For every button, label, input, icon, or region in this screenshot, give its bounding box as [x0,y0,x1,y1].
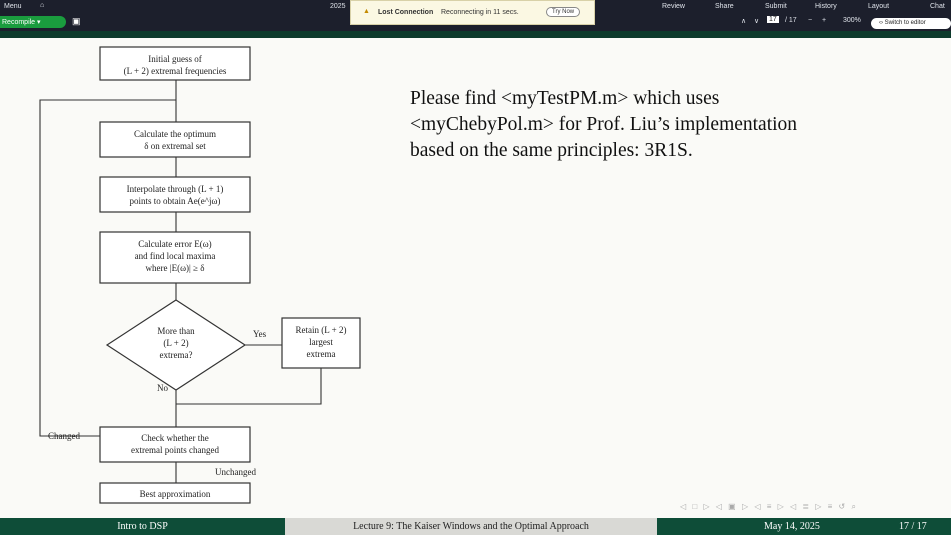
prev-page-icon[interactable]: ∧ [741,18,747,25]
box-error [99,231,251,284]
box-interpolate [99,176,251,213]
slide-text-line3: based on the same principles: 3R1S. [410,140,693,161]
retain-line3: extrema [307,349,336,359]
try-now-button[interactable]: Try Now [546,7,581,17]
warning-icon: ▲ [363,8,370,15]
share-button[interactable]: Share [715,3,734,10]
retain-line2: largest [309,337,333,347]
initial-line1: Initial guess of [148,54,202,64]
error-line2: and find local maxima [135,251,216,261]
zoom-level[interactable]: 300% [843,17,861,24]
no-label: No [157,383,168,393]
error-line1: Calculate error E(ω) [138,239,211,249]
box-optimum [99,121,251,158]
review-button[interactable]: Review [662,3,685,10]
slide-text-line1: Please find <myTestPM.m> which uses [410,88,720,109]
lost-connection-toast: ▲ Lost Connection Reconnecting in 11 sec… [350,0,595,25]
footer-date: May 14, 2025 [764,521,820,532]
retain-line1: Retain (L + 2) [296,325,347,335]
yes-label: Yes [253,329,267,339]
connectors [39,80,322,483]
recompile-label: Recompile [2,19,36,26]
footer-title: Lecture 9: The Kaiser Windows and the Op… [285,518,657,535]
decision-line2: (L + 2) [163,338,188,348]
interpolate-line2: points to obtain Ae(e^jω) [130,196,221,206]
recompile-button[interactable]: Recompile ▾ [0,16,66,28]
box-initial [99,46,251,81]
decision-line3: extrema? [160,350,193,360]
file-icon[interactable]: ▣ [72,16,81,26]
zoom-in-icon[interactable]: + [822,17,827,24]
error-line3: where |E(ω)| ≥ δ [146,263,205,273]
slide-text: Please find <myTestPM.m> which uses <myC… [410,86,797,164]
optimum-line2: δ on extremal set [144,141,206,151]
project-title: 2025 [330,3,346,10]
switch-label: Switch to editor [884,20,926,26]
slide-footer: Intro to DSP Lecture 9: The Kaiser Windo… [0,518,951,535]
check-line1: Check whether the [141,433,208,443]
best-label: Best approximation [140,489,211,499]
interpolate-line1: Interpolate through (L + 1) [127,184,224,194]
zoom-out-icon[interactable]: − [808,17,813,24]
switch-to-editor-button[interactable]: ‹› Switch to editor [871,18,951,29]
slide-text-line2: <myChebyPol.m> for Prof. Liu’s implement… [410,114,798,135]
beamer-navigation-icons[interactable]: ◁ □ ▷ ◁ ▣ ▷ ◁ ≡ ▷ ◁ ≣ ▷ ≡ ↺ ⌕ [680,502,858,511]
layout-button[interactable]: Layout [868,3,890,10]
box-best [99,482,251,504]
divider [0,31,951,38]
changed-label: Changed [48,431,80,441]
next-page-icon[interactable]: ∨ [754,18,760,25]
initial-line2: (L + 2) extremal frequencies [124,66,227,76]
menu-button[interactable]: Menu [4,3,22,10]
unchanged-label: Unchanged [215,467,256,477]
chat-button[interactable]: Chat [930,3,945,10]
footer-page: 17 / 17 [899,521,927,532]
box-check [99,426,251,463]
check-line2: extremal points changed [131,445,219,455]
decision-line1: More than [157,326,195,336]
footer-course: Intro to DSP [0,518,285,535]
page-total: / 17 [785,17,797,24]
toast-message: Reconnecting in 11 secs. [441,9,519,16]
submit-button[interactable]: Submit [765,3,787,10]
flowchart: Initial guess of (L + 2) extremal freque… [39,46,361,504]
footer-right: May 14, 2025 17 / 17 [657,518,951,535]
optimum-line1: Calculate the optimum [134,129,216,139]
toast-title: Lost Connection [378,9,434,16]
history-button[interactable]: History [815,3,837,10]
page-input[interactable]: 17 [767,16,779,23]
home-icon[interactable]: ⌂ [40,2,45,9]
